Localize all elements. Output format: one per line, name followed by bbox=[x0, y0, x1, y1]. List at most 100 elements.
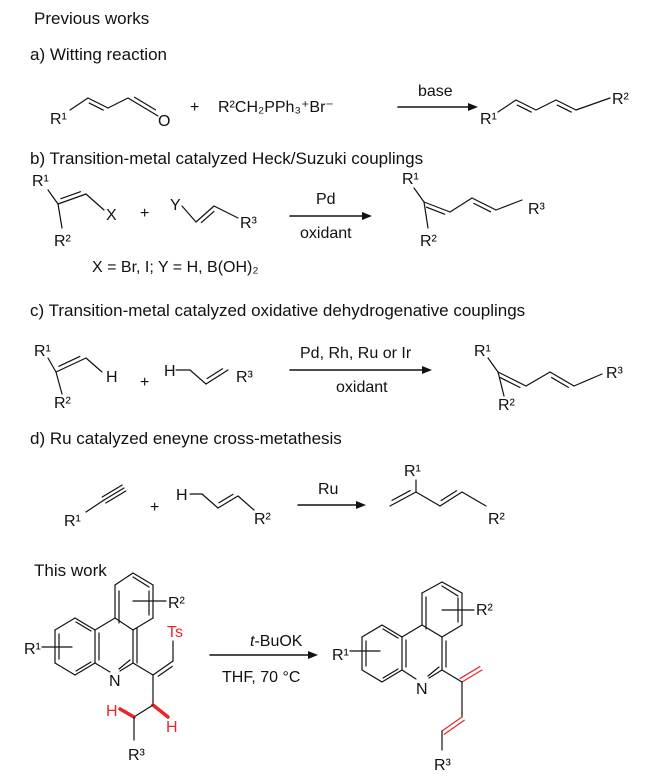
bond bbox=[361, 624, 383, 638]
double-bond bbox=[88, 102, 104, 111]
bond bbox=[441, 624, 463, 638]
bond bbox=[114, 572, 134, 586]
wedge-bond bbox=[118, 707, 136, 719]
bond bbox=[69, 97, 89, 111]
tw-tosyl: Ts bbox=[167, 624, 183, 641]
bond bbox=[94, 617, 116, 631]
bond bbox=[413, 187, 425, 203]
a-arrow-label: base bbox=[418, 83, 453, 100]
bond bbox=[401, 669, 417, 680]
bond bbox=[535, 99, 557, 111]
arrow-head bbox=[356, 501, 366, 509]
wedge-bond bbox=[151, 703, 170, 719]
bond bbox=[114, 617, 134, 631]
bond bbox=[525, 371, 551, 387]
b-note: X = Br, I; Y = H, B(OH)₂ bbox=[92, 259, 259, 276]
bond bbox=[497, 99, 517, 113]
bond bbox=[107, 97, 129, 109]
bond bbox=[181, 205, 197, 223]
section-d-heading: d) Ru catalyzed eneyne cross-metathesis bbox=[30, 429, 342, 448]
double-bond bbox=[118, 659, 131, 670]
tw-product-nitrogen: N bbox=[416, 681, 428, 698]
c-h2: H bbox=[164, 363, 176, 380]
double-bond bbox=[499, 377, 521, 389]
d-h: H bbox=[176, 487, 188, 504]
arrow-head bbox=[308, 651, 318, 659]
b-product-r2: R² bbox=[420, 233, 438, 250]
double-bond bbox=[75, 621, 92, 632]
double-bond bbox=[206, 368, 224, 380]
double-bond bbox=[57, 193, 87, 205]
double-bond bbox=[55, 357, 87, 373]
double-bond bbox=[516, 104, 532, 113]
bond bbox=[421, 581, 443, 594]
b-product-r3: R³ bbox=[528, 201, 546, 218]
bond bbox=[189, 369, 207, 385]
tw-r3: R³ bbox=[128, 747, 146, 764]
bond bbox=[575, 97, 611, 111]
double-bond bbox=[443, 719, 465, 735]
double-bond bbox=[515, 99, 537, 111]
section-c-heading: c) Transition-metal catalyzed oxidative … bbox=[30, 301, 525, 320]
double-bond bbox=[549, 371, 575, 387]
this-work-title: This work bbox=[34, 561, 107, 580]
a-product-r2: R² bbox=[612, 91, 630, 108]
bond bbox=[487, 357, 499, 373]
tw-reagent-rest: -BuOK bbox=[254, 633, 302, 650]
c-product-r1: R¹ bbox=[474, 343, 491, 360]
c-plus: + bbox=[140, 374, 149, 391]
bond bbox=[361, 669, 383, 683]
arrow-head bbox=[362, 212, 372, 220]
double-bond bbox=[440, 490, 458, 502]
double-bond bbox=[58, 355, 81, 367]
double-bond bbox=[133, 96, 157, 111]
d-r1: R¹ bbox=[64, 513, 81, 530]
bond bbox=[573, 373, 603, 387]
tw-nitrogen: N bbox=[109, 673, 121, 690]
tw-reagent: t-BuOK bbox=[250, 633, 303, 650]
double-bond bbox=[423, 201, 451, 213]
c-product-r3: R³ bbox=[606, 365, 624, 382]
bond bbox=[449, 197, 473, 213]
bond bbox=[55, 371, 63, 395]
bond bbox=[132, 662, 154, 676]
double-bond bbox=[556, 104, 572, 113]
double-bond bbox=[425, 206, 446, 215]
bond bbox=[497, 371, 505, 397]
bond bbox=[237, 495, 255, 511]
double-bond bbox=[497, 371, 527, 387]
a-r1: R¹ bbox=[50, 111, 67, 128]
double-bond bbox=[427, 666, 440, 677]
bond bbox=[381, 624, 403, 638]
double-bond bbox=[459, 665, 481, 680]
bond bbox=[57, 203, 63, 229]
d-product-r2: R² bbox=[488, 511, 506, 528]
double-bond bbox=[441, 716, 463, 732]
bond bbox=[441, 669, 463, 683]
tw-conditions: THF, 70 °C bbox=[222, 669, 300, 686]
b-r1: R¹ bbox=[32, 173, 49, 190]
bond bbox=[132, 617, 154, 631]
tw-product-r1: R¹ bbox=[332, 647, 349, 664]
tw-h-right: H bbox=[166, 719, 178, 736]
bond bbox=[74, 662, 96, 676]
double-bond bbox=[195, 205, 215, 223]
b-r3: R³ bbox=[240, 215, 258, 232]
tw-product-r2: R² bbox=[476, 602, 494, 619]
double-bond bbox=[473, 202, 492, 213]
c-r3: R³ bbox=[236, 369, 254, 386]
double-bond bbox=[200, 210, 215, 224]
bond bbox=[421, 624, 443, 638]
double-bond bbox=[441, 585, 459, 597]
double-bond bbox=[157, 665, 173, 677]
bond bbox=[401, 624, 423, 638]
arrow-head bbox=[468, 103, 478, 111]
bond bbox=[423, 201, 429, 229]
double-bond bbox=[555, 99, 577, 111]
bond bbox=[428, 669, 443, 679]
bond bbox=[85, 193, 105, 211]
bond bbox=[94, 662, 111, 673]
double-bond bbox=[382, 628, 399, 639]
a-oxygen: O bbox=[158, 113, 170, 130]
double-bond bbox=[439, 491, 463, 507]
